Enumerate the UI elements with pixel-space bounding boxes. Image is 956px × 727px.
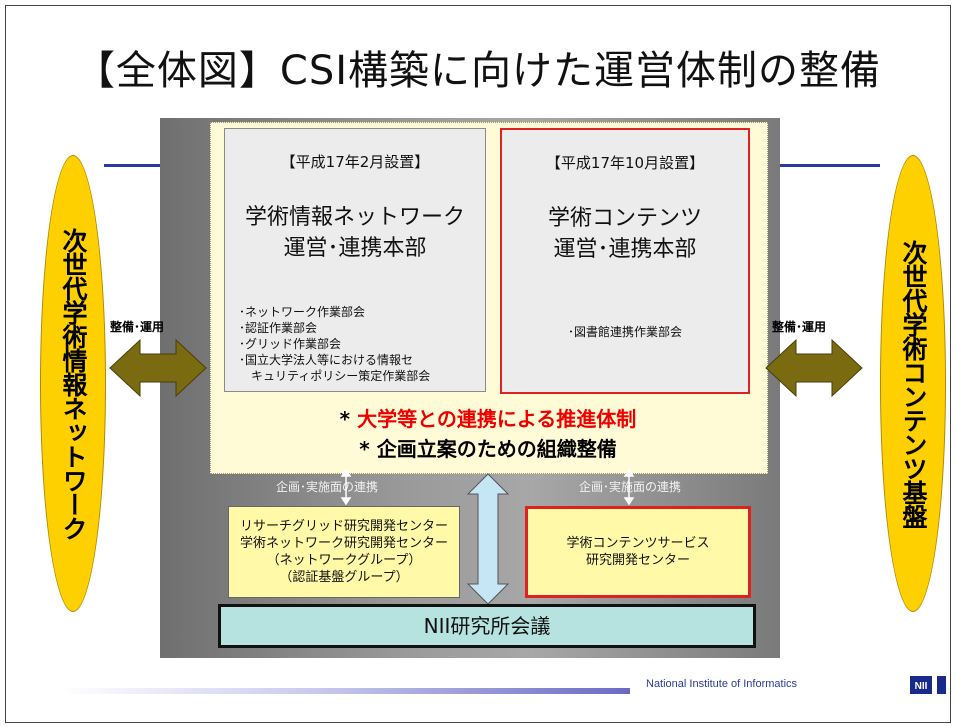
logo-text: NII: [915, 681, 928, 692]
contents-service-center-box: 学術コンテンツサービス 研究開発センター: [525, 506, 751, 598]
arrow-label-right: 整備･運用: [772, 320, 827, 334]
small-double-arrow-right: [623, 468, 635, 506]
contents-headquarters-panel: 【平成17年10月設置】 学術コンテンツ 運営･連携本部 ･図書館連携作業部会: [500, 128, 750, 394]
horizontal-double-arrow-left: [109, 338, 207, 398]
bullet-star: *: [359, 437, 370, 461]
key-point-2-text: 企画立案のための組織整備: [376, 437, 617, 461]
vertical-double-arrow: [466, 473, 510, 605]
list-item: ･国立大学法人等における情報セ: [239, 353, 414, 367]
list-item: 学術ネットワーク研究開発センター: [239, 536, 448, 551]
ellipse-label: 次世代学術情報ネットワーク: [59, 227, 88, 540]
small-double-arrow-left: [340, 468, 352, 506]
footer-gradient-bar: [60, 688, 630, 694]
key-point-1: * 大学等との連携による推進体制: [210, 403, 766, 432]
established-date: 【平成17年10月設置】: [545, 154, 705, 172]
list-item: キュリティポリシー策定作業部会: [239, 369, 431, 383]
horizontal-double-arrow-right: [765, 338, 863, 398]
arrow-label-left: 整備･運用: [110, 320, 165, 334]
key-point-2: * 企画立案のための組織整備: [210, 433, 766, 462]
list-item: （認証基盤グループ）: [279, 570, 409, 585]
list-item: ･グリッド作業部会: [239, 337, 342, 351]
list-item: ･認証作業部会: [239, 321, 318, 335]
list-item: 研究開発センター: [585, 553, 690, 568]
divider-line-left: [104, 164, 160, 167]
nii-council-box: NII研究所会議: [218, 604, 756, 648]
slide-title: 【全体図】CSI構築に向けた運営体制の整備: [74, 48, 882, 94]
headquarters-name-line1: 学術コンテンツ: [547, 206, 702, 231]
list-item: ･ネットワーク作業部会: [239, 305, 366, 319]
list-item: （ネットワークグループ）: [266, 553, 422, 568]
cooperation-label-right: 企画･実施面の連携: [579, 480, 682, 494]
headquarters-name-line2: 運営･連携本部: [283, 236, 427, 261]
subcommittee-list: ･ネットワーク作業部会 ･認証作業部会 ･グリッド作業部会 ･国立大学法人等にお…: [239, 304, 485, 384]
next-gen-network-ellipse: 次世代学術情報ネットワーク: [40, 155, 106, 612]
ellipse-label: 次世代学術コンテンツ基盤: [899, 239, 928, 528]
headquarters-name-line2: 運営･連携本部: [553, 237, 697, 262]
established-date: 【平成17年2月設置】: [280, 153, 430, 171]
key-point-1-text: 大学等との連携による推進体制: [357, 407, 637, 431]
list-item: リサーチグリッド研究開発センター: [239, 519, 448, 534]
next-gen-contents-ellipse: 次世代学術コンテンツ基盤: [880, 155, 946, 612]
subcommittee-list: ･図書館連携作業部会: [502, 323, 748, 340]
nii-logo-icon: NII: [910, 676, 946, 694]
divider-line-right: [780, 164, 880, 167]
network-headquarters-panel: 【平成17年2月設置】 学術情報ネットワーク 運営･連携本部 ･ネットワーク作業…: [224, 128, 486, 392]
list-item: ･図書館連携作業部会: [567, 325, 682, 339]
cooperation-label-left: 企画･実施面の連携: [276, 480, 379, 494]
research-centers-box: リサーチグリッド研究開発センター 学術ネットワーク研究開発センター （ネットワー…: [228, 506, 460, 598]
list-item: 学術コンテンツサービス: [566, 536, 710, 551]
slide-frame: [5, 5, 951, 723]
bullet-star: *: [339, 407, 351, 431]
footer-institute-name: National Institute of Informatics: [646, 678, 798, 690]
headquarters-name-line1: 学術情報ネットワーク: [244, 205, 465, 230]
